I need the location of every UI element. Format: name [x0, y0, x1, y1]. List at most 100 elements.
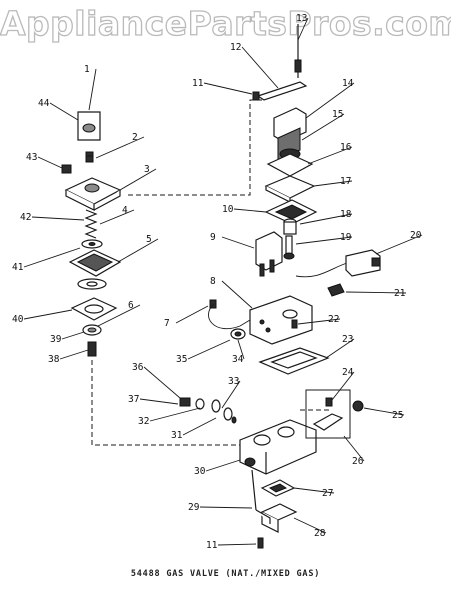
callout-label-38: 38: [48, 354, 60, 365]
part-16-gasket: [266, 153, 314, 177]
part-7-thermocouple: [208, 299, 251, 330]
callout-leader-14: [305, 82, 355, 119]
callout-label-30: 30: [194, 466, 206, 477]
part-43-knob: [61, 164, 72, 174]
callout-label-22: 22: [328, 314, 339, 325]
callout-label-31: 31: [171, 430, 183, 441]
callout-label-6: 6: [128, 300, 134, 311]
callout-leader-23: [325, 338, 355, 359]
part-19-pin: [283, 235, 295, 260]
part-38-fitting: [87, 341, 97, 357]
callout-leader-2: [95, 136, 145, 159]
callout-label-33: 33: [228, 376, 239, 387]
part-23-gasket: [258, 347, 330, 375]
part-40-gasket: [70, 297, 118, 321]
part-14-solenoid: [273, 107, 307, 161]
callout-leader-31: [182, 417, 217, 436]
callout-leader-32: [149, 407, 201, 422]
part-25-nut: [352, 400, 364, 412]
callout-leader-6: [97, 304, 141, 327]
callout-leader-11: [217, 543, 257, 546]
callout-label-7: 7: [164, 318, 170, 329]
callout-leader-29: [199, 506, 253, 509]
callout-label-44: 44: [38, 98, 50, 109]
callout-label-42: 42: [20, 212, 31, 223]
callout-label-29: 29: [188, 502, 200, 513]
callout-label-13: 13: [296, 13, 307, 24]
callout-label-1: 1: [84, 64, 90, 75]
callout-label-34: 34: [232, 354, 244, 365]
callout-leader-38: [59, 349, 89, 360]
callout-leader-44: [49, 102, 79, 121]
part-2-screw: [85, 151, 94, 163]
part-12-bracket: [256, 81, 308, 101]
part-13-screw: [294, 24, 302, 78]
callout-leader-34: [237, 339, 245, 360]
callout-leader-26: [343, 435, 365, 462]
part-33-o-rings: [211, 399, 237, 424]
callout-leader-27: [293, 487, 335, 494]
callout-label-24: 24: [342, 367, 354, 378]
callout-leader-28: [293, 517, 327, 534]
callout-leader-39: [61, 331, 85, 340]
callout-label-16: 16: [340, 142, 352, 153]
callout-label-20: 20: [410, 230, 422, 241]
callout-leader-18: [299, 213, 353, 225]
callout-label-26: 26: [352, 456, 364, 467]
callout-leader-20: [375, 234, 423, 255]
part-4-disc: [81, 239, 103, 249]
callout-leader-33: [221, 380, 241, 409]
callout-leader-24: [331, 371, 355, 401]
part-26-orifice-assembly: [305, 389, 351, 439]
callout-leader-9: [221, 236, 255, 249]
part-41-washer: [77, 278, 107, 290]
callout-label-41: 41: [12, 262, 24, 273]
part-3-cover: [64, 177, 122, 211]
callout-leader-17: [313, 180, 353, 187]
part-29-probe: [251, 469, 271, 524]
callout-label-37: 37: [128, 394, 139, 405]
part-34-clip: [230, 328, 246, 340]
part-9-coil: [255, 231, 283, 277]
callout-label-8: 8: [210, 276, 216, 287]
part-22-screw: [291, 319, 298, 329]
callout-leader-22: [297, 318, 341, 325]
callout-leader-11: [203, 82, 253, 95]
callout-label-17: 17: [340, 176, 351, 187]
site-watermark: AppliancePartsPros.com: [0, 3, 451, 43]
part-39-nut: [82, 324, 102, 336]
part-8-bracket: [249, 295, 313, 345]
callout-label-19: 19: [340, 232, 352, 243]
part-11-screw-bottom: [257, 537, 264, 549]
part-5-diaphragm: [68, 249, 122, 277]
dashed-assembly-line-top: [128, 99, 262, 196]
part-11-screw-top: [252, 91, 260, 101]
callout-leader-4: [99, 209, 135, 225]
part-10-gasket: [264, 199, 318, 225]
part-27-gasket: [260, 479, 296, 497]
callout-label-11: 11: [206, 540, 218, 551]
callout-label-18: 18: [340, 209, 352, 220]
part-20-wire-harness: [295, 249, 381, 278]
diagram-caption: 54488 GAS VALVE (NAT./MIXED GAS): [130, 569, 321, 579]
callout-leader-19: [295, 236, 353, 245]
callout-leader-10: [233, 208, 267, 213]
callout-label-12: 12: [230, 42, 241, 53]
callout-leader-15: [301, 113, 345, 141]
callout-label-40: 40: [12, 314, 24, 325]
callout-label-25: 25: [392, 410, 403, 421]
callout-leader-3: [119, 168, 157, 191]
callout-leader-25: [363, 407, 405, 416]
callout-leader-8: [221, 280, 253, 309]
callout-leader-12: [241, 46, 279, 89]
callout-leader-1: [88, 68, 97, 111]
callout-label-2: 2: [132, 132, 138, 143]
part-21-connector: [327, 283, 345, 297]
callout-label-27: 27: [322, 488, 333, 499]
callout-label-4: 4: [122, 205, 128, 216]
callout-label-14: 14: [342, 78, 354, 89]
callout-label-11: 11: [192, 78, 204, 89]
callout-label-9: 9: [210, 232, 216, 243]
callout-label-23: 23: [342, 334, 353, 345]
